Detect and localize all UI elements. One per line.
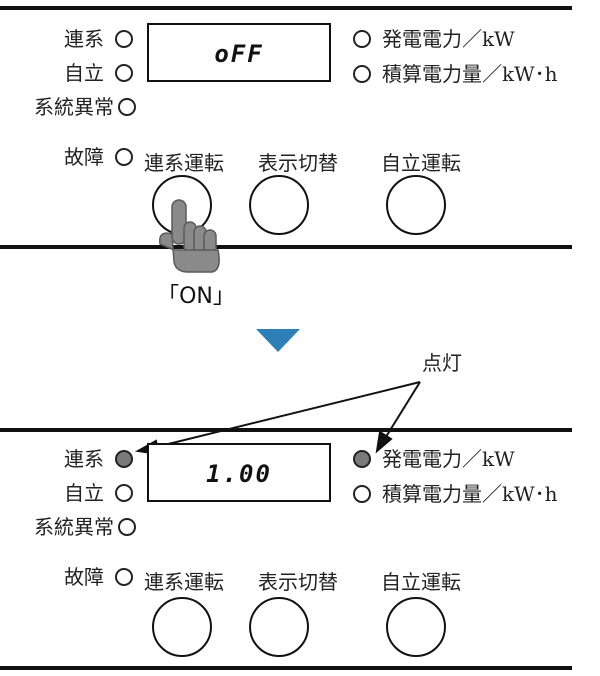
meter-label-energy: 積算電力量／kW･h — [382, 62, 558, 86]
indicator-label-grid-fault: 系統異常 — [34, 515, 114, 539]
transition-arrow-icon — [256, 329, 300, 352]
indicator-led-grid-tie — [115, 450, 133, 468]
display-window — [147, 443, 331, 502]
button-label-grid-run: 連系運転 — [144, 151, 224, 175]
meter-led-energy — [353, 485, 371, 503]
meter-led-power — [353, 450, 371, 468]
button-label-display-switch: 表示切替 — [258, 570, 338, 594]
meter-label-power: 発電電力／kW — [382, 447, 515, 471]
indicator-label-standalone: 自立 — [64, 61, 104, 85]
meter-led-energy — [353, 65, 371, 83]
indicator-led-standalone — [115, 484, 133, 502]
indicator-label-failure: 故障 — [64, 145, 104, 169]
indicator-led-grid-fault — [118, 518, 136, 536]
display-window — [147, 23, 331, 82]
standalone-run-button[interactable] — [386, 597, 446, 657]
button-label-display-switch: 表示切替 — [258, 151, 338, 175]
meter-led-power — [353, 30, 371, 48]
lit-callout-label: 点灯 — [422, 351, 462, 375]
display-switch-button[interactable] — [249, 175, 309, 235]
indicator-label-failure: 故障 — [64, 565, 104, 589]
indicator-led-standalone — [115, 64, 133, 82]
display-readout: 1.00 — [206, 460, 272, 488]
meter-label-energy: 積算電力量／kW･h — [382, 482, 558, 506]
display-readout: oFF — [214, 40, 263, 68]
indicator-label-grid-tie: 連系 — [64, 27, 104, 51]
grid-run-button[interactable] — [152, 597, 212, 657]
indicator-label-grid-tie: 連系 — [64, 447, 104, 471]
indicator-label-grid-fault: 系統異常 — [34, 95, 114, 119]
on-action-label: 「ON」 — [157, 284, 235, 309]
panel-off: 連系 自立 系統異常 故障 oFF 発電電力／kW 積算電力量／kW･h 連系運… — [0, 6, 572, 309]
pointing-hand-icon — [159, 199, 220, 273]
button-label-standalone-run: 自立運転 — [381, 570, 461, 594]
panel-on: 連系 自立 系統異常 故障 1.00 発電電力／kW 積算電力量／kW･h 連系… — [0, 428, 572, 670]
button-label-standalone-run: 自立運転 — [381, 151, 461, 175]
standalone-run-button[interactable] — [386, 175, 446, 235]
indicator-led-failure — [115, 568, 133, 586]
indicator-led-failure — [115, 148, 133, 166]
indicator-led-grid-tie — [115, 30, 133, 48]
meter-label-power: 発電電力／kW — [382, 27, 515, 51]
display-switch-button[interactable] — [249, 597, 309, 657]
indicator-label-standalone: 自立 — [64, 481, 104, 505]
indicator-led-grid-fault — [118, 98, 136, 116]
button-label-grid-run: 連系運転 — [144, 570, 224, 594]
